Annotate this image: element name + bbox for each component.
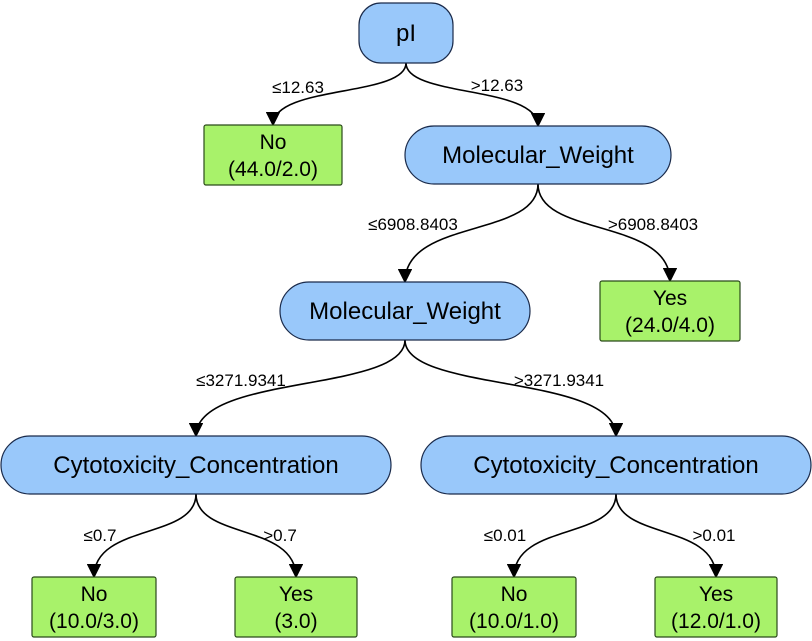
leaf-counts-label: (10.0/1.0) <box>469 610 559 633</box>
split-node: Cytotoxicity_Concentration <box>420 435 812 495</box>
edge-condition-label: >3271.9341 <box>514 371 604 390</box>
leaf-box <box>654 576 778 638</box>
leaf-node: No (10.0/1.0) <box>451 576 577 638</box>
leaf-node: No (44.0/2.0) <box>203 124 343 186</box>
split-ellipse <box>279 281 531 341</box>
leaf-node: Yes (12.0/1.0) <box>654 576 778 638</box>
leaf-class-label: No <box>81 583 108 606</box>
leaf-class-label: Yes <box>279 583 313 606</box>
split-attribute-label: Cytotoxicity_Concentration <box>473 452 758 479</box>
split-node: Molecular_Weight <box>279 281 531 341</box>
leaf-counts-label: (3.0) <box>274 610 317 633</box>
leaf-class-label: Yes <box>699 583 733 606</box>
leaf-counts-label: (12.0/1.0) <box>671 610 761 633</box>
edge-condition-label: ≤0.7 <box>84 526 117 545</box>
edge-condition-label: >12.63 <box>471 76 523 95</box>
leaf-node: No (10.0/3.0) <box>31 576 157 638</box>
split-ellipse <box>358 2 454 64</box>
edge-condition-label: >0.7 <box>263 526 297 545</box>
edge-condition-label: ≤12.63 <box>272 78 324 97</box>
edge-condition-label: >0.01 <box>692 526 735 545</box>
leaf-node: Yes (3.0) <box>234 576 358 638</box>
leaf-box <box>234 576 358 638</box>
split-attribute-label: Molecular_Weight <box>309 298 501 325</box>
edge-n3-to-n6 <box>404 339 624 438</box>
leaf-box <box>599 280 741 342</box>
leaf-class-label: No <box>260 131 287 154</box>
edge-condition-label: ≤6908.8403 <box>368 215 458 234</box>
edge-condition-label: ≤3271.9341 <box>196 371 286 390</box>
leaf-box <box>451 576 577 638</box>
split-attribute-label: Cytotoxicity_Concentration <box>53 452 338 479</box>
leaf-class-label: No <box>501 583 528 606</box>
leaf-node: Yes (24.0/4.0) <box>599 280 741 342</box>
leaf-box <box>203 124 343 186</box>
edge-n2-to-n3 <box>397 183 539 284</box>
edge-n2-to-n4 <box>537 183 678 283</box>
edge-n6-to-n9 <box>506 493 617 579</box>
split-ellipse <box>0 435 392 495</box>
edge-n0-to-n1 <box>265 62 407 127</box>
leaf-class-label: Yes <box>653 287 687 310</box>
edge-condition-label: >6908.8403 <box>608 215 698 234</box>
edge-n6-to-n10 <box>615 493 724 579</box>
leaf-counts-label: (24.0/4.0) <box>625 314 715 337</box>
split-ellipse <box>404 125 672 185</box>
leaf-counts-label: (10.0/3.0) <box>49 610 139 633</box>
edge-n5-to-n7 <box>86 493 197 579</box>
edge-n0-to-n2 <box>405 62 546 128</box>
leaf-counts-label: (44.0/2.0) <box>228 158 318 181</box>
split-node: Molecular_Weight <box>404 125 672 185</box>
edge-n5-to-n8 <box>195 493 304 579</box>
edge-n3-to-n5 <box>188 339 406 438</box>
split-ellipse <box>420 435 812 495</box>
edge-condition-label: ≤0.01 <box>484 526 526 545</box>
leaf-box <box>31 576 157 638</box>
split-node: pI <box>358 2 454 64</box>
split-attribute-label: pI <box>396 20 416 47</box>
split-attribute-label: Molecular_Weight <box>442 142 634 169</box>
split-node: Cytotoxicity_Concentration <box>0 435 392 495</box>
